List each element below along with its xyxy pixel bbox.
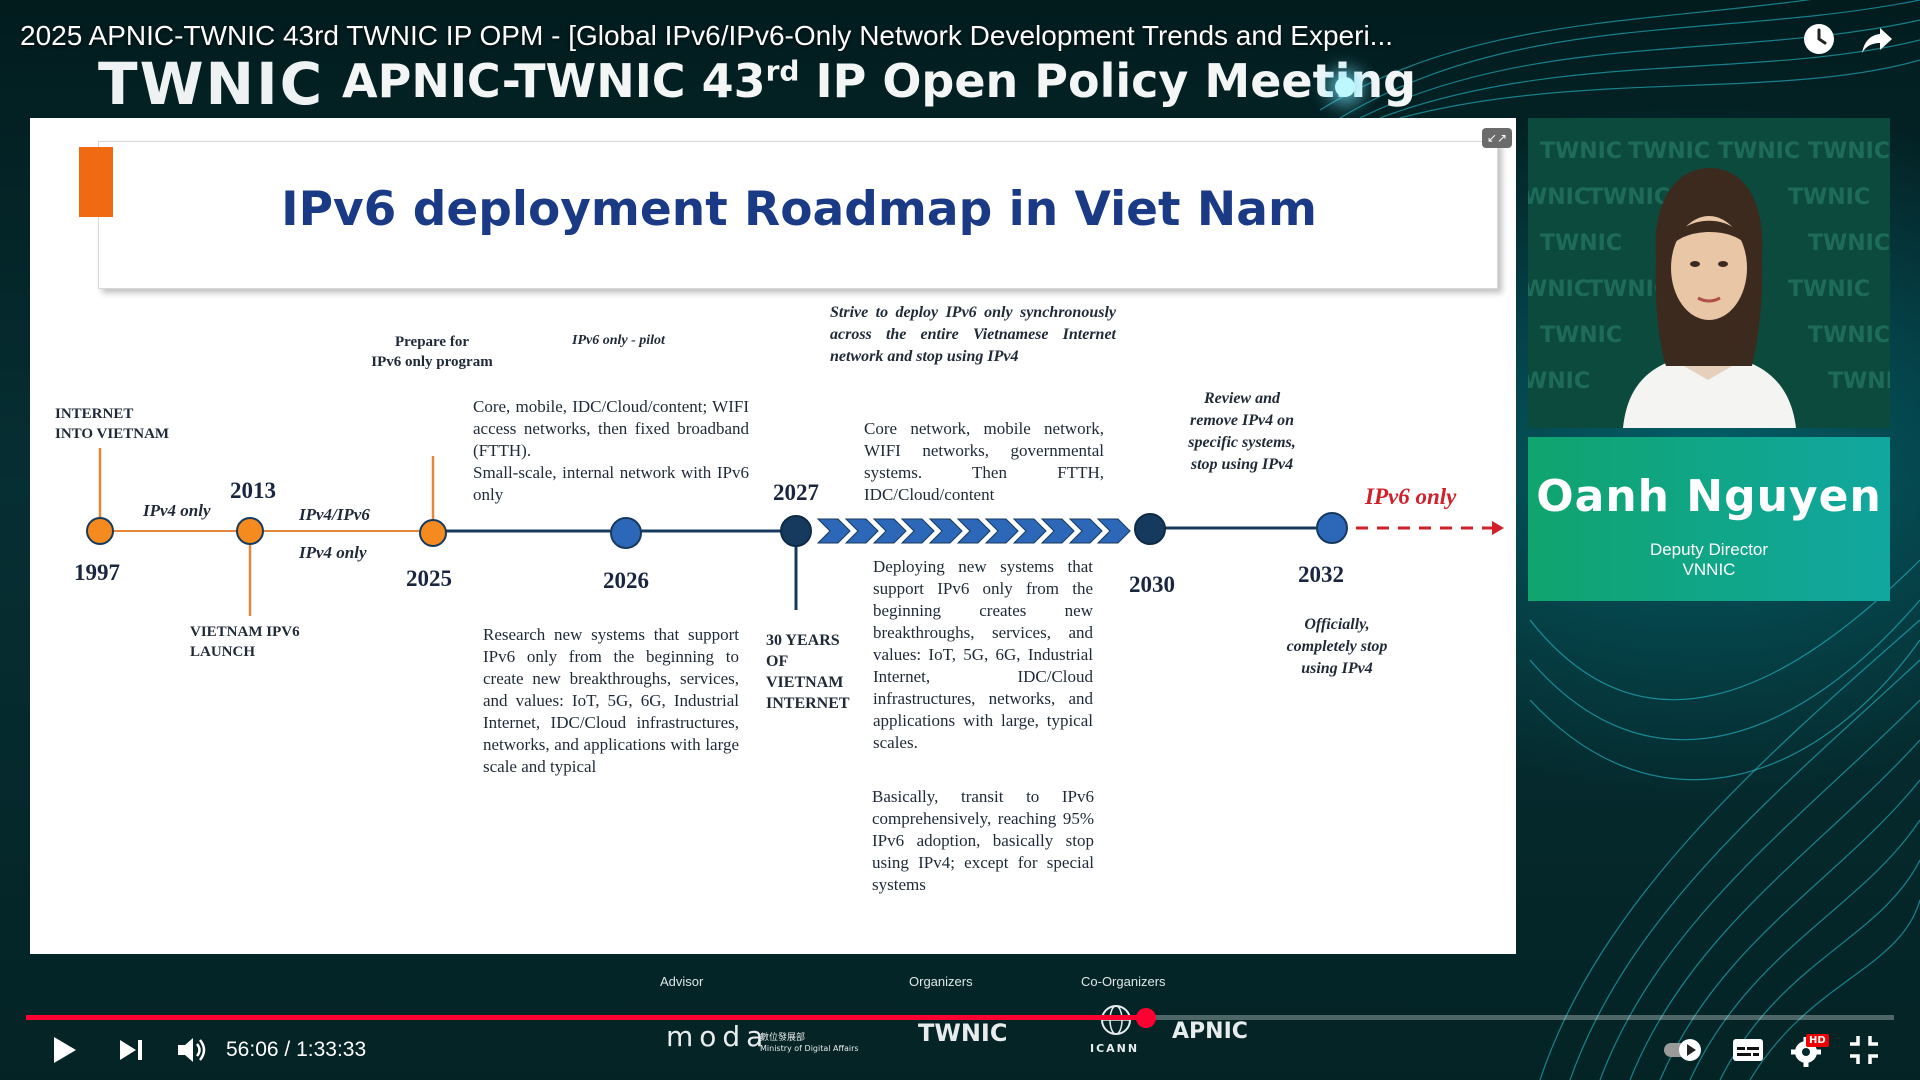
svg-text:TWNIC: TWNIC: [1828, 369, 1890, 394]
text-basically: Basically, transit to IPv6 comprehensive…: [872, 787, 1094, 894]
glow-dot: [1335, 77, 1355, 97]
year-2030: 2030: [1129, 572, 1175, 597]
meeting-title-sup: rd: [765, 54, 800, 88]
twnic-organizer-logo: TWNIC: [918, 1019, 1008, 1047]
node-2027: [780, 515, 812, 547]
svg-text:TWNIC: TWNIC: [1788, 277, 1870, 302]
speaker-camera-feed: TWNIC TWNIC TWNIC TWNIC TWNIC TWNIC TWNI…: [1528, 118, 1890, 428]
svg-text:TWNIC: TWNIC: [1808, 231, 1890, 256]
svg-text:TWNIC: TWNIC: [1540, 139, 1622, 164]
duration: 1:33:33: [296, 1038, 367, 1061]
segment-label-ipv4-only: IPv4 only: [143, 501, 211, 520]
speaker-org: VNNIC: [1682, 560, 1736, 579]
progress-bar[interactable]: [26, 1008, 1894, 1028]
presentation-slide: IPv6 deployment Roadmap in Viet Nam ↙↗: [30, 118, 1516, 954]
icann-logo: ICANN: [1090, 1042, 1140, 1055]
hd-badge: HD: [1806, 1034, 1829, 1047]
year-2025: 2025: [406, 566, 452, 591]
node-2030: [1134, 513, 1166, 545]
svg-text:TWNIC: TWNIC: [1808, 139, 1890, 164]
text-core-network: Core network, mobile network, WIFI netwo…: [864, 419, 1104, 504]
svg-text:TWNIC: TWNIC: [1588, 185, 1670, 210]
segment-label-ipv4-only-2: IPv4 only: [299, 543, 367, 562]
node-1997: [86, 517, 114, 545]
year-2013: 2013: [230, 478, 276, 503]
collapse-slide-icon[interactable]: ↙↗: [1482, 128, 1512, 148]
exit-fullscreen-icon[interactable]: [1844, 1030, 1884, 1070]
label-1997: INTERNET INTO VIETNAM: [55, 406, 170, 442]
slide-title-box: IPv6 deployment Roadmap in Viet Nam: [98, 141, 1498, 289]
autoplay-toggle-icon[interactable]: [1660, 1030, 1710, 1070]
icann-globe-icon: [1101, 1005, 1131, 1035]
time-separator: /: [278, 1038, 297, 1061]
label-2025: Prepare for IPv6 only program: [371, 334, 493, 370]
svg-text:TWNIC: TWNIC: [1540, 323, 1622, 348]
svg-text:TWNIC: TWNIC: [1808, 323, 1890, 348]
moda-logo-subtitle: 數位發展部: [760, 1033, 806, 1043]
slide-accent-bar: [79, 147, 113, 217]
time-display: 56:06 / 1:33:33: [226, 1038, 366, 1062]
label-2030: Review and remove IPv4 on specific syste…: [1188, 390, 1296, 473]
moda-logo: moda: [666, 1020, 770, 1053]
advisor-label: Advisor: [660, 974, 704, 989]
year-2026: 2026: [603, 568, 649, 593]
next-video-icon[interactable]: [112, 1030, 152, 1070]
svg-text:TWNIC: TWNIC: [1528, 369, 1590, 394]
node-2032: [1316, 512, 1348, 544]
label-2013: VIETNAM IPV6 LAUNCH: [190, 624, 300, 660]
svg-text:TWNIC: TWNIC: [1528, 185, 1590, 210]
node-2013: [236, 517, 264, 545]
organizers-label: Organizers: [909, 974, 973, 989]
speaker-title: Deputy Director: [1649, 540, 1769, 559]
meeting-title-prefix: APNIC-TWNIC 43: [342, 54, 766, 108]
text-deploying: Deploying new systems that support IPv6 …: [873, 557, 1093, 752]
svg-text:TWNIC: TWNIC: [1718, 139, 1800, 164]
progress-bar-played: [26, 1015, 1146, 1020]
current-time: 56:06: [226, 1038, 279, 1061]
watch-later-icon[interactable]: [1800, 20, 1838, 58]
meeting-title: APNIC-TWNIC 43rd IP Open Policy Meeting: [342, 54, 1416, 108]
node-2025: [419, 519, 447, 547]
text-research: Research new systems that support IPv6 o…: [483, 625, 739, 776]
ipv6-only-arrowhead: [1492, 521, 1504, 535]
volume-icon[interactable]: [172, 1030, 212, 1070]
share-icon[interactable]: [1858, 20, 1896, 58]
label-2026: IPv6 only - pilot: [572, 333, 665, 348]
svg-text:TWNIC: TWNIC: [1788, 185, 1870, 210]
timeline-graphic: [86, 448, 1504, 616]
play-icon[interactable]: [44, 1030, 84, 1070]
year-2032: 2032: [1298, 562, 1344, 587]
svg-text:TWNIC: TWNIC: [1628, 139, 1710, 164]
moda-logo-subtitle-en: Ministry of Digital Affairs: [760, 1044, 859, 1053]
progress-scrubber[interactable]: [1135, 1008, 1156, 1028]
text-strive: Strive to deploy IPv6 only synchronously…: [830, 304, 1116, 365]
video-title: 2025 APNIC-TWNIC 43rd TWNIC IP OPM - [Gl…: [20, 20, 1393, 51]
slide-title: IPv6 deployment Roadmap in Viet Nam: [281, 182, 1317, 237]
speaker-name: Oanh Nguyen: [1536, 471, 1882, 522]
coorganizers-label: Co-Organizers: [1081, 974, 1166, 989]
meeting-title-suffix: IP Open Policy Meeting: [815, 54, 1417, 108]
segment-label-dual-stack: IPv4/IPv6: [299, 505, 370, 524]
subtitles-icon[interactable]: [1728, 1030, 1768, 1070]
segment-label-ipv6-only: IPv6 only: [1365, 484, 1457, 509]
label-2032: Officially, completely stop using IPv4: [1286, 616, 1388, 677]
twnic-logo: TWNIC: [98, 50, 325, 118]
apnic-logo: APNIC: [1172, 1019, 1248, 1044]
year-1997: 1997: [74, 560, 120, 585]
text-pilot-scope: Core, mobile, IDC/Cloud/content; WIFI ac…: [473, 397, 749, 504]
speaker-video-image: TWNIC TWNIC TWNIC TWNIC TWNIC TWNIC TWNI…: [1528, 118, 1890, 428]
chevron-arrow-band: [816, 518, 1131, 544]
speaker-name-card: Oanh Nguyen Deputy Director VNNIC: [1528, 437, 1890, 601]
label-2027: 30 YEARS OF VIETNAM INTERNET: [766, 632, 850, 712]
node-2026: [610, 517, 642, 549]
svg-text:TWNIC: TWNIC: [1528, 277, 1590, 302]
year-2027: 2027: [773, 480, 819, 505]
svg-text:TWNIC: TWNIC: [1540, 231, 1622, 256]
